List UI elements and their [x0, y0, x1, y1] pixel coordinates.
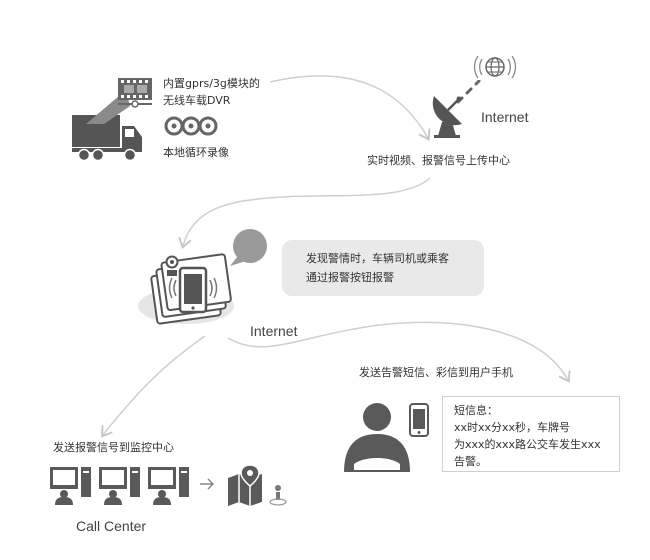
- dvr-label-line2: 无线车载DVR: [163, 94, 231, 107]
- sms-line2: 为xxx的xxx路公交车发生xxx: [454, 438, 601, 451]
- computer-icon: [148, 467, 189, 505]
- flow-dvr-to-center: [269, 75, 431, 141]
- dvr-label-line1: 内置gprs/3g模块的: [163, 77, 260, 90]
- internet-label-alarm: Internet: [250, 323, 298, 339]
- upload-center-caption: 实时视频、报警信号上传中心: [367, 154, 510, 167]
- globe-icon: [473, 55, 517, 79]
- computer-icon: [50, 467, 91, 505]
- call-center-label: Call Center: [76, 518, 147, 534]
- computer-icon: [99, 467, 140, 505]
- map-icon: [228, 464, 262, 506]
- smartphone-icon: [138, 253, 234, 325]
- alarm-bubble-line2: 通过报警按钮报警: [306, 271, 394, 284]
- arrow-right-icon: [200, 478, 215, 490]
- flow-alarm-to-callcenter: [101, 335, 206, 438]
- alarm-bubble-line1: 发现警情时，车辆司机或乘客: [306, 252, 449, 265]
- person-icon: [344, 403, 410, 472]
- flow-center-to-alarm: [178, 177, 431, 250]
- local-record-label: 本地循环录像: [163, 146, 229, 159]
- sms-title: 短信息：: [454, 404, 498, 417]
- location-pin-icon: [269, 485, 287, 506]
- sms-line3: 告警。: [454, 455, 487, 468]
- internet-label-top: Internet: [481, 109, 529, 125]
- satellite-dish-icon: [432, 96, 462, 138]
- speech-bubble-icon: [230, 229, 267, 266]
- disc-icon: [164, 116, 218, 136]
- alarm-speech-bubble: 发现警情时，车辆司机或乘客 通过报警按钮报警: [282, 240, 484, 296]
- send-sms-caption: 发送告警短信、彩信到用户手机: [359, 366, 513, 379]
- flow-alarm-to-phone: [227, 321, 571, 383]
- sms-line1: xx时xx分xx秒，车牌号: [454, 421, 571, 434]
- sms-message-box: 短信息： xx时xx分xx秒，车牌号 为xxx的xxx路公交车发生xxx 告警。: [442, 396, 620, 472]
- call-center-caption: 发送报警信号到监控中心: [53, 441, 174, 454]
- film-strip-icon: [118, 78, 152, 108]
- user-phone-icon: [409, 403, 429, 437]
